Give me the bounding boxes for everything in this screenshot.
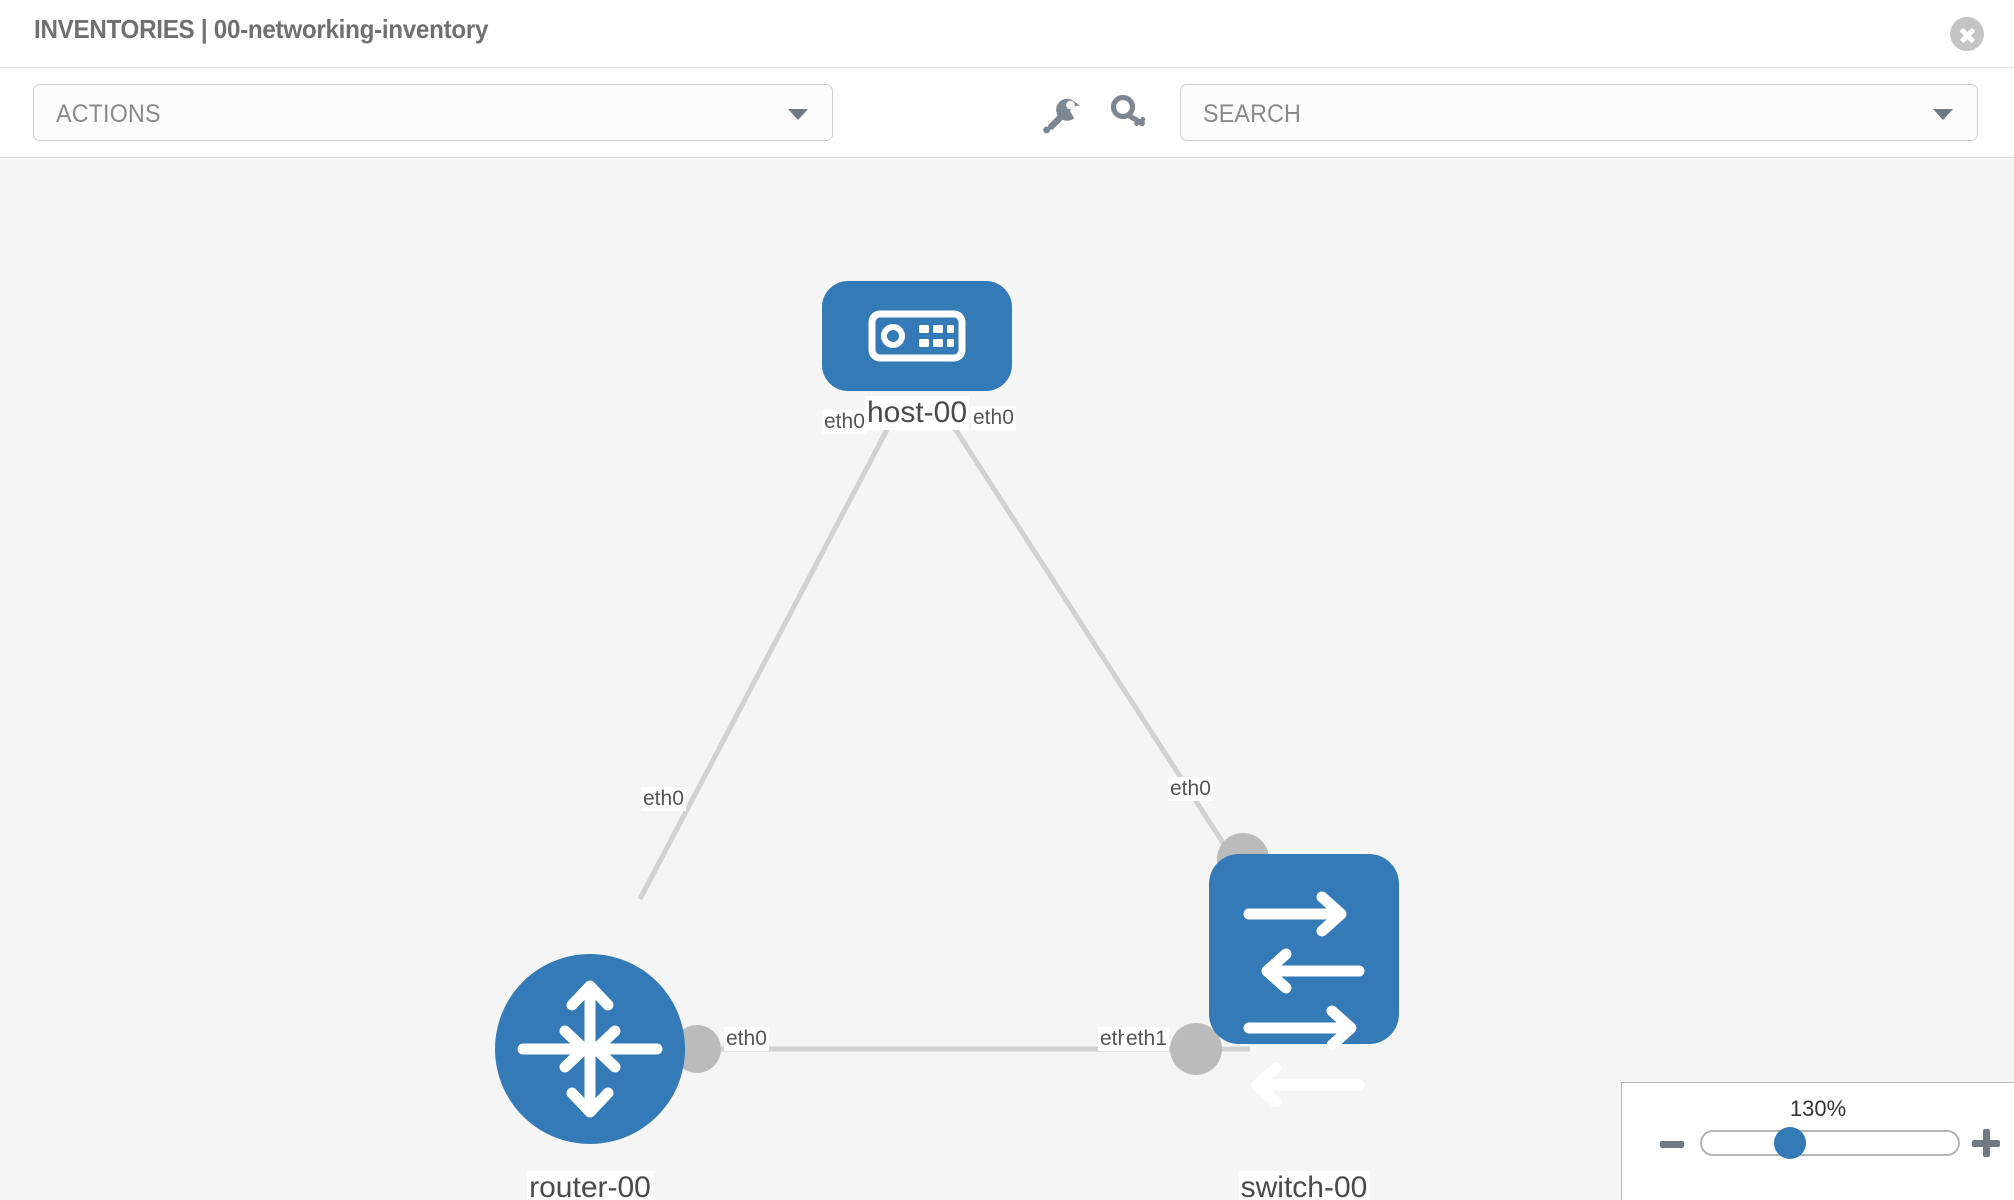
zoom-control-panel: 130% [1621, 1082, 2014, 1200]
node-host-00 [822, 281, 1012, 391]
zoom-slider-track[interactable] [1700, 1130, 1960, 1156]
search-input[interactable]: SEARCH [1180, 84, 1978, 141]
toolbar: ACTIONS SEARCH [0, 69, 2014, 158]
plus-icon[interactable] [1972, 1129, 2000, 1157]
actions-dropdown-label: ACTIONS [56, 100, 161, 128]
chevron-down-icon [788, 109, 808, 120]
close-icon[interactable] [1950, 17, 1984, 51]
iface-label-switch-up: eth0 [1168, 777, 1213, 801]
actions-dropdown[interactable]: ACTIONS [33, 84, 833, 141]
iface-label-router-right: eth0 [724, 1027, 769, 1051]
topology-canvas[interactable]: host-00 router-00 switch-00 eth0 eth0 et… [0, 159, 2014, 1200]
link-host-switch [947, 419, 1243, 871]
switch-arrows-icon [1243, 891, 1365, 1108]
router-arrows-icon [517, 980, 663, 1118]
port-switch-left [1170, 1023, 1222, 1075]
key-icon[interactable] [1108, 91, 1152, 135]
node-switch-00 [1209, 854, 1399, 1108]
zoom-slider-handle[interactable] [1774, 1127, 1806, 1159]
node-label-host-00: host-00 [864, 396, 970, 430]
node-label-router-00: router-00 [527, 1171, 653, 1200]
minus-icon[interactable] [1660, 1141, 1684, 1148]
search-placeholder: SEARCH [1203, 100, 1302, 128]
node-router-00 [495, 954, 685, 1144]
iface-label-router-up: eth0 [641, 787, 686, 811]
link-layer [637, 419, 1250, 1052]
wrench-icon[interactable] [1040, 91, 1084, 135]
page-title: INVENTORIES | 00-networking-inventory [34, 14, 489, 44]
topology-graph [495, 281, 1399, 1144]
port-layer [673, 325, 1269, 1075]
server-icon [868, 310, 966, 362]
chevron-down-icon [1933, 109, 1953, 120]
zoom-level-label: 130% [1789, 1096, 1847, 1121]
iface-label-host-right: eth0 [971, 406, 1016, 430]
iface-label-host-left: eth0 [822, 410, 867, 434]
link-host-router [637, 422, 893, 901]
port-router-right [673, 1025, 721, 1073]
iface-label-switch-left: eth1 [1124, 1027, 1169, 1051]
page-header: INVENTORIES | 00-networking-inventory [0, 0, 2014, 68]
node-label-switch-00: switch-00 [1238, 1171, 1370, 1200]
